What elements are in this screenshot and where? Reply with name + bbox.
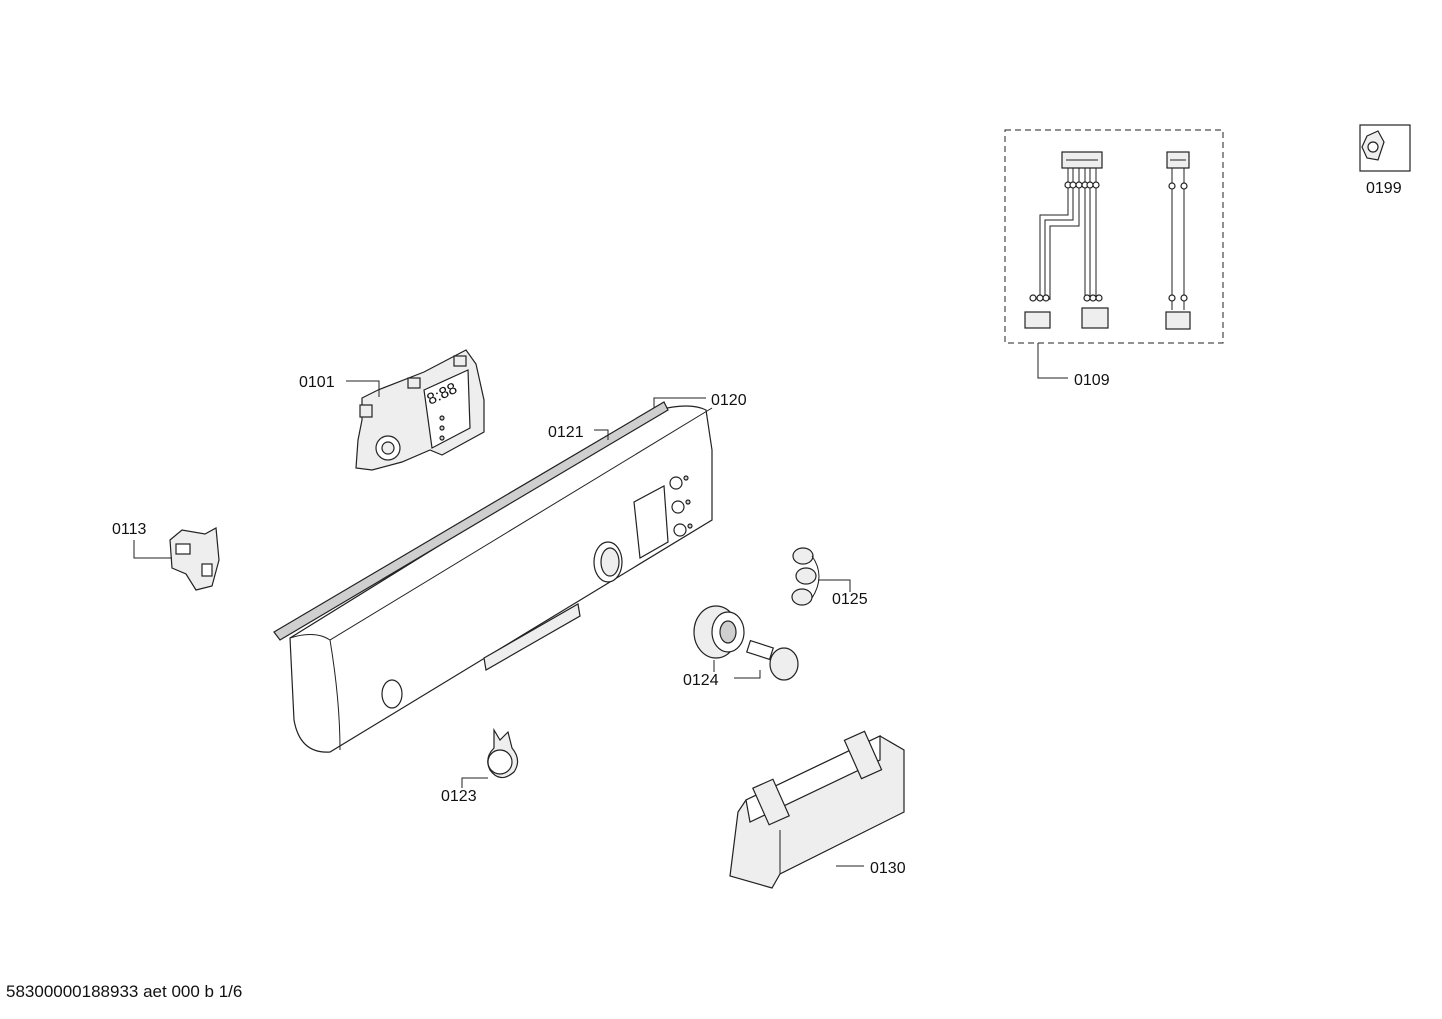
leader-0124-b	[734, 670, 761, 679]
part-0113-clip	[169, 527, 220, 591]
part-0130-bracket	[729, 730, 905, 889]
leader-0113	[133, 540, 172, 559]
part-0123-small-knob	[487, 727, 519, 779]
label-0113: 0113	[112, 521, 147, 538]
part-0109-wiring-harness	[1004, 129, 1224, 344]
part-0101-control-module: 8:88	[355, 349, 485, 471]
label-0124: 0124	[683, 672, 719, 689]
leader-0125	[818, 579, 851, 592]
document-code: 58300000188933 aet 000 b 1/6	[6, 982, 243, 1001]
leader-0109	[1037, 343, 1068, 379]
label-0130: 0130	[870, 860, 906, 877]
part-0121-trim-strip	[273, 401, 669, 641]
label-0199: 0199	[1366, 180, 1402, 197]
label-0123: 0123	[441, 788, 477, 805]
part-0199-nut	[1359, 124, 1411, 172]
part-0124-knob	[693, 605, 799, 681]
label-0120: 0120	[711, 392, 747, 409]
leader-0121	[594, 429, 609, 440]
label-0101: 0101	[299, 374, 335, 391]
leader-0101	[346, 380, 380, 397]
leader-0123	[461, 777, 488, 788]
label-0125: 0125	[832, 591, 868, 608]
part-0120-control-panel	[289, 405, 713, 753]
label-0121: 0121	[548, 424, 584, 441]
part-0125-push-buttons	[791, 547, 820, 606]
label-0109: 0109	[1074, 372, 1110, 389]
